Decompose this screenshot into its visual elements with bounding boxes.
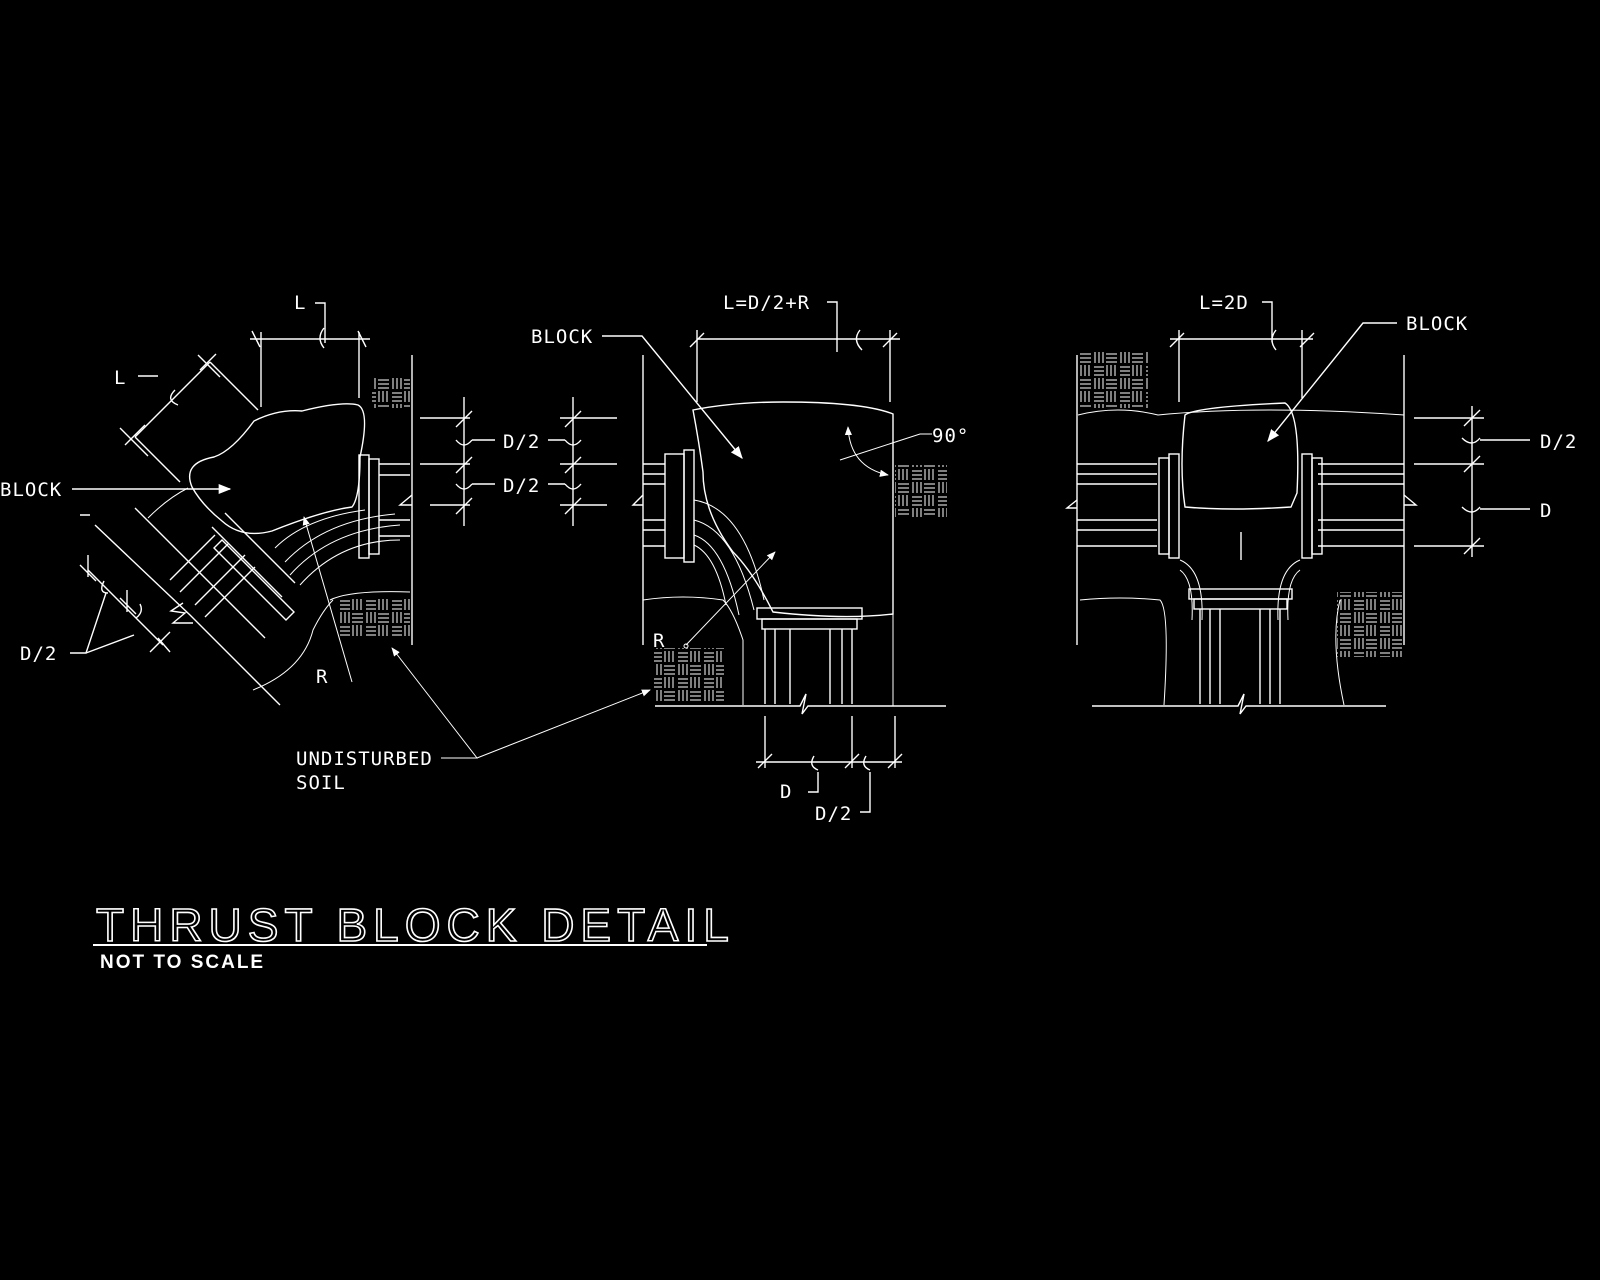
detail-90-bend: D/2 D/2 90° L=D/2+R xyxy=(420,292,969,825)
title-underline xyxy=(93,944,707,946)
label-tee-half-dia: D/2 xyxy=(1540,431,1577,453)
detail-45-bend: L L BLOCK D/2 R xyxy=(0,292,413,706)
label-undisturbed-soil-1: UNDISTURBED xyxy=(296,748,433,770)
label-90-half-dia-1: D/2 xyxy=(503,431,540,453)
label-tee-length: L=2D xyxy=(1199,292,1249,314)
label-45-radius: R xyxy=(316,666,328,688)
label-45-half-dia: D/2 xyxy=(20,643,57,665)
label-tee-block: BLOCK xyxy=(1406,313,1468,335)
label-45-length-diag: L xyxy=(114,367,126,389)
label-90-half-dia-bottom: D/2 xyxy=(815,803,852,825)
label-45-block: BLOCK xyxy=(0,479,62,501)
label-90-dia-bottom: D xyxy=(780,781,792,803)
label-90-half-dia-2: D/2 xyxy=(503,475,540,497)
label-undisturbed-soil-2: SOIL xyxy=(296,772,346,794)
label-90-length: L=D/2+R xyxy=(723,292,810,314)
label-90-radius: R xyxy=(653,630,665,652)
label-90-angle: 90° xyxy=(932,425,969,447)
undisturbed-soil-callout: UNDISTURBED SOIL xyxy=(296,647,651,794)
drawing-title: THRUST BLOCK DETAIL xyxy=(95,898,735,952)
detail-tee: L=2D BLOCK D/2 D xyxy=(1065,292,1577,715)
label-90-block: BLOCK xyxy=(531,326,593,348)
label-45-length-top: L xyxy=(294,292,306,314)
label-tee-dia: D xyxy=(1540,500,1552,522)
drawing-subtitle: NOT TO SCALE xyxy=(100,952,266,973)
